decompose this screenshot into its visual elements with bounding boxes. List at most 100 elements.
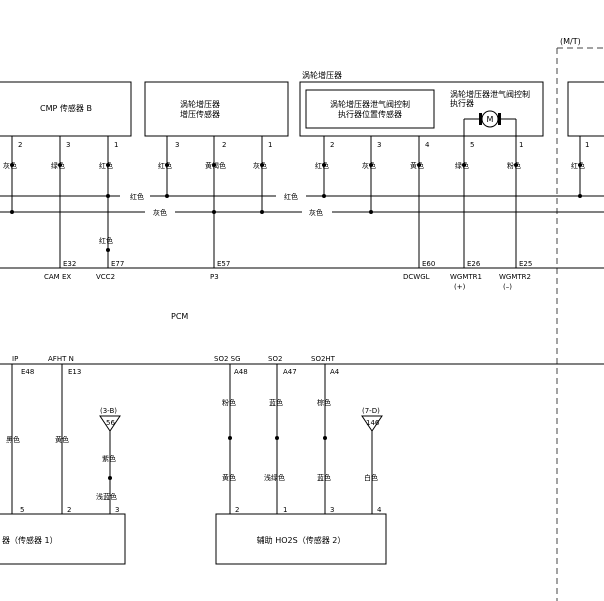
svg-text:浅绿色: 浅绿色 xyxy=(264,473,285,482)
svg-text:灰色: 灰色 xyxy=(362,161,376,170)
motor-symbol: M xyxy=(487,115,494,124)
svg-text:红色: 红色 xyxy=(315,161,329,170)
junction-dots xyxy=(10,163,582,252)
bus-color-label: 红色 xyxy=(284,192,298,201)
pin-number: 3 xyxy=(66,141,70,149)
turbo-group-label: 涡轮增压器 xyxy=(302,70,342,80)
svg-text:黄色: 黄色 xyxy=(55,435,69,444)
svg-text:E25: E25 xyxy=(519,260,532,268)
cmp-sensor-b-label: CMP 传感器 B xyxy=(40,103,92,113)
pcm-bottom-terminals: E48 E13 A48 A47 A4 xyxy=(21,368,340,376)
svg-text:SO2 SG: SO2 SG xyxy=(214,355,241,363)
svg-text:A4: A4 xyxy=(330,368,340,376)
svg-text:WGMTR2: WGMTR2 xyxy=(499,273,531,281)
pin-number: 4 xyxy=(425,141,430,149)
svg-text:E26: E26 xyxy=(467,260,481,268)
pcm-top-terminals: E32 E77 E57 E60 E26 E25 xyxy=(63,260,532,268)
svg-text:黄色: 黄色 xyxy=(410,161,424,170)
bottom-junction-dots xyxy=(108,436,327,480)
pcm-bottom-signals: IP AFHT N SO2 SG SO2 SO2HT xyxy=(12,355,336,363)
cmp-sensor-b-box xyxy=(0,81,132,137)
wastegate-sensor-box xyxy=(305,89,435,129)
svg-text:3: 3 xyxy=(330,506,334,514)
bus-color-label: 灰色 xyxy=(153,208,167,217)
svg-text:灰色: 灰色 xyxy=(253,161,267,170)
svg-text:绿色: 绿色 xyxy=(455,161,469,170)
svg-text:CAM EX: CAM EX xyxy=(44,273,71,281)
svg-text:SO2HT: SO2HT xyxy=(311,355,336,363)
ground-symbol-2: (7-D) 146 xyxy=(361,407,383,432)
svg-text:P3: P3 xyxy=(210,273,219,281)
svg-text:5: 5 xyxy=(20,506,24,514)
svg-text:浅蓝色: 浅蓝色 xyxy=(96,492,117,501)
svg-text:E57: E57 xyxy=(217,260,230,268)
pin-number: 3 xyxy=(175,141,179,149)
pin-number: 2 xyxy=(18,141,22,149)
svg-text:E32: E32 xyxy=(63,260,76,268)
svg-text:黄褐色: 黄褐色 xyxy=(205,161,226,170)
ho2s-sensor2-box xyxy=(215,513,387,565)
svg-text:A48: A48 xyxy=(234,368,248,376)
pin-number: 1 xyxy=(519,141,523,149)
svg-text:SO2: SO2 xyxy=(268,355,282,363)
wastegate-sensor-label-2: 执行器位置传感器 xyxy=(338,109,402,119)
svg-text:棕色: 棕色 xyxy=(317,398,331,407)
pcm-label: PCM xyxy=(171,312,188,321)
svg-text:56: 56 xyxy=(106,419,115,427)
svg-text:E60: E60 xyxy=(422,260,435,268)
wastegate-sensor-label-1: 涡轮增压器泄气阀控制 xyxy=(330,99,410,109)
svg-text:DCWGL: DCWGL xyxy=(403,273,430,281)
pin-number: 1 xyxy=(268,141,272,149)
top-pin-numbers: 2 3 1 3 2 1 2 3 4 5 1 1 xyxy=(18,141,589,149)
ho2s-sensor2-label: 辅助 HO2S（传感器 2） xyxy=(257,535,346,545)
svg-text:绿色: 绿色 xyxy=(51,161,65,170)
mt-label: (M/T) xyxy=(560,37,581,46)
svg-text:(+): (+) xyxy=(454,283,466,291)
pin-number: 1 xyxy=(585,141,589,149)
svg-text:蓝色: 蓝色 xyxy=(269,398,283,407)
svg-text:红色: 红色 xyxy=(158,161,172,170)
bus-color-label: 灰色 xyxy=(309,208,323,217)
svg-text:IP: IP xyxy=(12,355,18,363)
svg-text:WGMTR1: WGMTR1 xyxy=(450,273,482,281)
bus-color-label: 红色 xyxy=(130,192,144,201)
svg-text:146: 146 xyxy=(366,419,380,427)
motor-icon: M xyxy=(463,110,517,136)
top-wire-color-labels: 灰色 绿色 红色 红色 黄褐色 灰色 红色 灰色 黄色 绿色 粉色 红色 红色 xyxy=(3,161,585,245)
svg-text:A47: A47 xyxy=(283,368,297,376)
boost-sensor-box xyxy=(144,81,289,137)
pin-number: 2 xyxy=(330,141,334,149)
pin-number: 2 xyxy=(222,141,226,149)
wastegate-actuator-label-2: 执行器 xyxy=(450,98,474,108)
ho2s-sensor1-box xyxy=(0,513,126,565)
svg-text:红色: 红色 xyxy=(99,161,113,170)
svg-text:(3-B): (3-B) xyxy=(100,407,117,415)
pin-number: 1 xyxy=(114,141,118,149)
ground-symbol-1: (3-B) 56 xyxy=(99,407,121,432)
svg-text:紫色: 紫色 xyxy=(102,454,116,463)
wastegate-actuator-label-1: 涡轮增压器泄气阀控制 xyxy=(450,89,530,99)
boost-sensor-label-2: 增压传感器 xyxy=(180,109,220,119)
svg-text:E13: E13 xyxy=(68,368,81,376)
right-component-box xyxy=(567,81,604,137)
svg-text:粉色: 粉色 xyxy=(507,161,521,170)
bottom-pin-numbers: 5 2 3 2 1 3 4 xyxy=(20,506,382,514)
svg-text:红色: 红色 xyxy=(99,236,113,245)
svg-text:3: 3 xyxy=(115,506,119,514)
svg-text:2: 2 xyxy=(235,506,239,514)
svg-text:2: 2 xyxy=(67,506,71,514)
svg-text:E77: E77 xyxy=(111,260,124,268)
pin-number: 5 xyxy=(470,141,474,149)
pin-number: 3 xyxy=(377,141,381,149)
pcm-top-signals: CAM EX VCC2 P3 DCWGL WGMTR1 (+) WGMTR2 (… xyxy=(44,273,531,291)
svg-text:1: 1 xyxy=(283,506,287,514)
svg-text:(7-D): (7-D) xyxy=(362,407,380,415)
svg-text:(–): (–) xyxy=(503,283,512,291)
svg-text:4: 4 xyxy=(377,506,382,514)
svg-text:红色: 红色 xyxy=(571,161,585,170)
svg-text:E48: E48 xyxy=(21,368,34,376)
svg-text:AFHT N: AFHT N xyxy=(48,355,74,363)
bottom-wire-color-labels: 黑色 黄色 紫色 浅蓝色 粉色 蓝色 棕色 黄色 浅绿色 蓝色 白色 xyxy=(6,398,378,501)
svg-text:蓝色: 蓝色 xyxy=(317,473,331,482)
